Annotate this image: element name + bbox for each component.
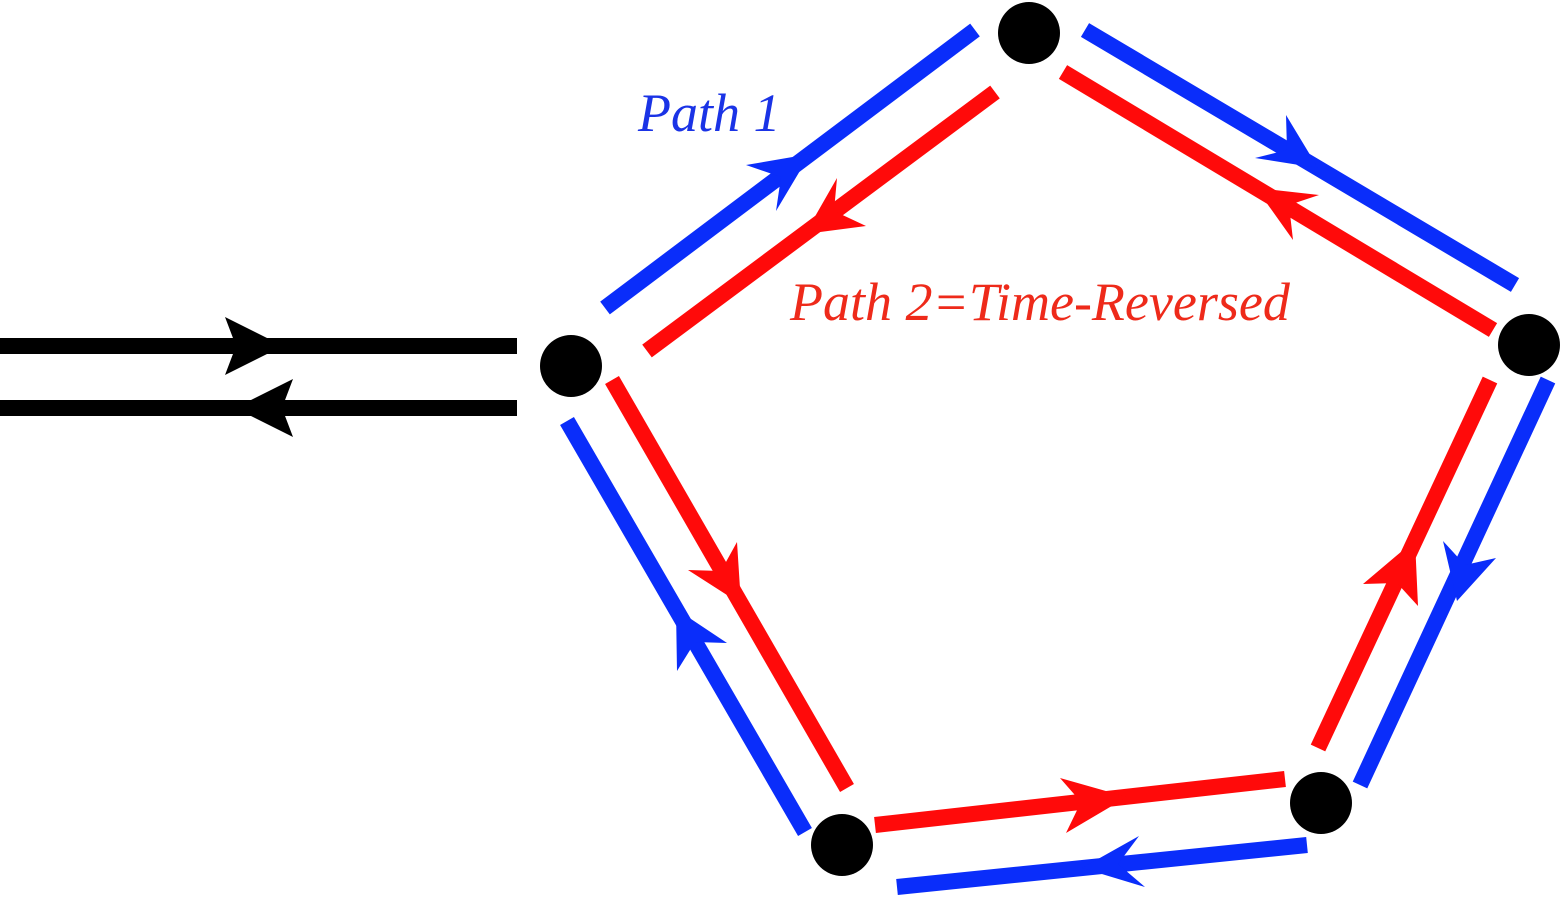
path2-arrowhead-left-lower bbox=[688, 542, 741, 604]
path2-arrowhead-left-upper bbox=[805, 178, 866, 234]
path1-arrowhead-right bbox=[1443, 541, 1496, 601]
lead-incoming-arrowhead bbox=[225, 317, 283, 375]
path1-arrowhead-top-right bbox=[1255, 115, 1318, 168]
path2-arrowhead-top-right bbox=[1256, 188, 1319, 240]
loop-nodes bbox=[540, 2, 1560, 876]
lead-wires bbox=[0, 317, 517, 437]
path1-arrowhead-left-upper bbox=[746, 154, 810, 211]
node-top bbox=[998, 2, 1060, 64]
path2-arrowhead-bottom bbox=[1060, 778, 1127, 833]
path1-arrowhead-bottom bbox=[1082, 836, 1145, 887]
node-right bbox=[1498, 314, 1560, 376]
path2-segments bbox=[605, 65, 1498, 833]
node-bottom-right bbox=[1290, 772, 1352, 834]
lead-outgoing-arrowhead bbox=[235, 379, 293, 437]
path2-label: Path 2=Time-Reversed bbox=[789, 272, 1291, 332]
path2-segment-bottom bbox=[874, 771, 1286, 833]
path1-arrowhead-left-lower bbox=[676, 609, 727, 671]
path2-arrowhead-right bbox=[1363, 540, 1418, 606]
node-bottom-left bbox=[811, 814, 873, 876]
path1-label: Path 1 bbox=[637, 83, 781, 143]
node-junction bbox=[540, 335, 602, 397]
path1-segments bbox=[560, 23, 1556, 895]
